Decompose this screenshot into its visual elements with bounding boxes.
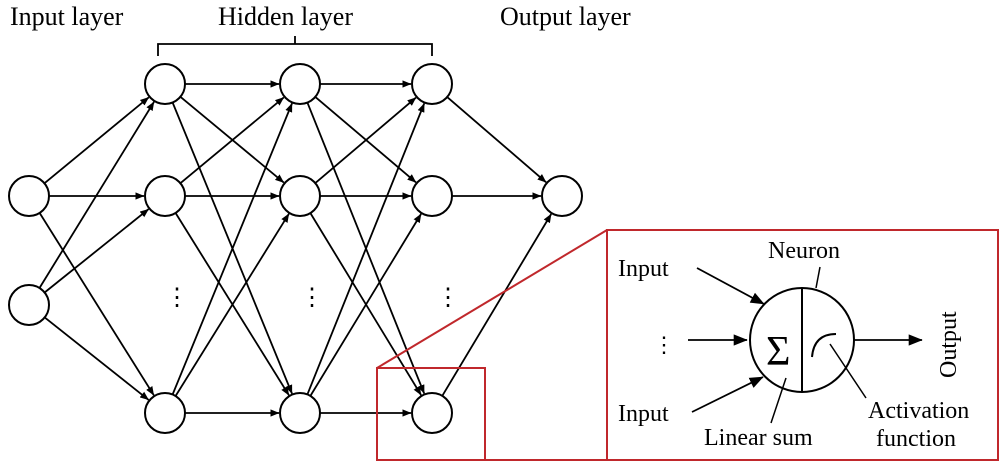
input-label-bottom: Input <box>618 401 669 427</box>
neuron-label: Neuron <box>768 238 840 264</box>
connection-input-0-to-hidden1-0 <box>43 96 150 184</box>
connection-hidden3-2-to-output-0 <box>441 213 552 397</box>
output-node-0 <box>541 175 583 217</box>
network-nodes <box>8 63 583 434</box>
hidden3-node-1 <box>411 175 453 217</box>
hidden3-ellipsis: ⋮ <box>436 285 460 311</box>
activation-curve-icon <box>811 333 837 358</box>
linear-sum-label: Linear sum <box>704 425 813 451</box>
hidden-layer-label: Hidden layer <box>218 2 353 31</box>
output-label: Output <box>936 311 962 378</box>
connection-hidden1-2-to-hidden2-0 <box>171 102 293 395</box>
activation-leader <box>829 343 867 399</box>
connection-hidden1-2-to-hidden2-1 <box>174 213 290 397</box>
hidden-layer-bracket <box>157 36 433 56</box>
connection-hidden2-2-to-hidden3-0 <box>306 103 426 395</box>
hidden2-node-1 <box>279 175 321 217</box>
sigma-symbol: Σ <box>766 329 790 375</box>
connection-hidden2-1-to-hidden3-0 <box>314 96 417 184</box>
activation-label-line2: function <box>876 426 956 452</box>
input-label-top: Input <box>618 256 669 282</box>
neuron-highlight-box <box>376 367 486 461</box>
hidden2-ellipsis: ⋮ <box>300 285 324 311</box>
connection-input-1-to-hidden1-0 <box>38 101 155 289</box>
activation-label-line1: Activation <box>868 398 969 424</box>
input-layer-label: Input layer <box>10 2 124 31</box>
detail-ellipsis: ⋮ <box>653 332 675 357</box>
hidden3-node-0 <box>411 63 453 105</box>
connection-input-1-to-hidden1-2 <box>44 316 150 401</box>
connection-input-0-to-hidden1-2 <box>38 212 155 396</box>
neuron-detail-box <box>606 229 999 461</box>
hidden2-node-2 <box>279 392 321 434</box>
input-node-1 <box>8 284 50 326</box>
hidden2-node-0 <box>279 63 321 105</box>
connection-hidden1-1-to-hidden2-0 <box>179 96 285 184</box>
neuron-leader <box>815 266 821 289</box>
hidden1-node-1 <box>144 175 186 217</box>
zoom-line-top <box>376 229 608 369</box>
connection-input-1-to-hidden1-1 <box>44 208 150 294</box>
hidden3-node-2 <box>411 392 453 434</box>
output-layer-label: Output layer <box>500 2 631 31</box>
network-connections <box>38 80 552 417</box>
connection-hidden2-2-to-hidden3-1 <box>309 213 422 397</box>
connection-hidden3-0-to-output-0 <box>446 96 547 183</box>
hidden1-ellipsis: ⋮ <box>165 285 189 311</box>
input-arrow-top <box>696 267 765 305</box>
input-arrow-bottom <box>691 376 764 413</box>
input-node-0 <box>8 175 50 217</box>
hidden1-node-0 <box>144 63 186 105</box>
hidden1-node-2 <box>144 392 186 434</box>
linear-sum-leader <box>770 377 787 424</box>
neuron-detail: Σ Input ⋮ Input Neuron Linear sum Activa… <box>618 238 969 452</box>
